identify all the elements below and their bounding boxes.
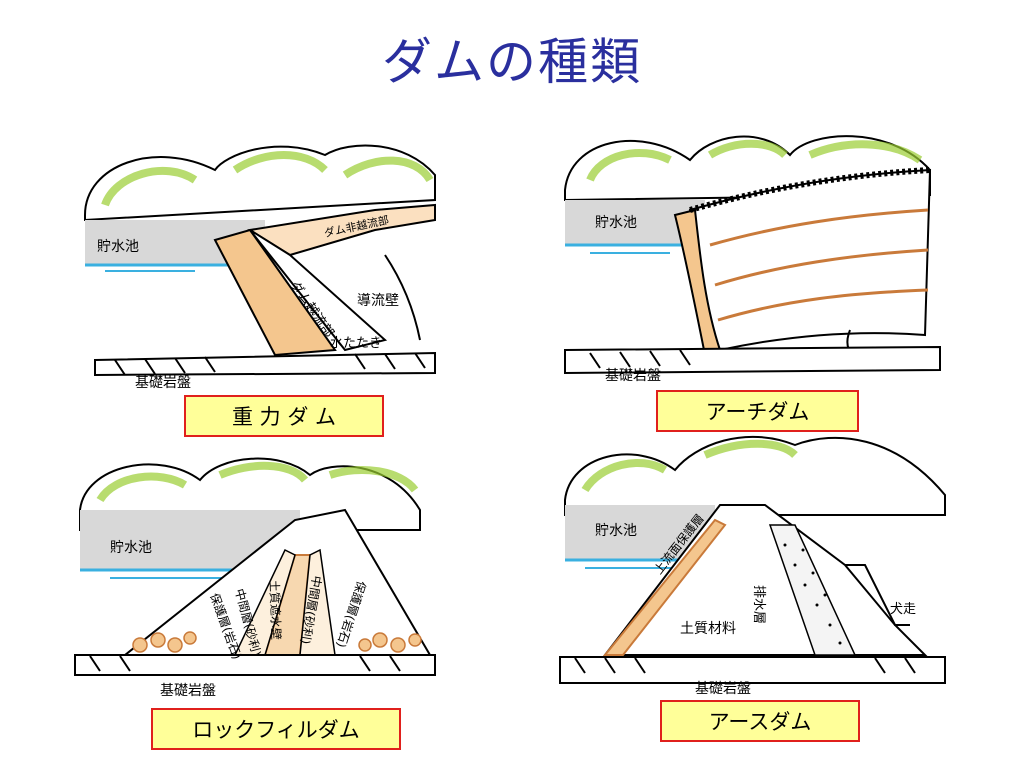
gravity-dam-illustration: 貯水池 ダム非越流部 ダム越流部 導流壁 水たたき 基礎岩盤 [84,144,436,391]
rockfill-dam-illustration: 貯水池 保護層(岩石) 中間層(砂利) 土質遮水壁 中間層(砂利) 保護層(岩石… [74,457,436,699]
gravity-apron-label: 水たたき [330,336,382,351]
earth-dam-label: アースダム [660,700,860,742]
rockfill-core-label: 土質遮水壁 [267,580,284,641]
earth-drain-label: 排水層 [751,585,766,624]
gravity-bedrock-label: 基礎岩盤 [135,374,191,391]
arch-dam-illustration: 貯水池 基礎岩盤 [564,135,941,384]
rockfill-reservoir-label: 貯水池 [110,540,152,556]
gravity-dam-label: 重 力 ダ ム [184,395,384,437]
earth-bedrock-label: 基礎岩盤 [695,680,751,695]
page-title: ダムの種類 [382,33,642,91]
earth-reservoir-label: 貯水池 [595,523,637,539]
gravity-reservoir-label: 貯水池 [97,239,139,255]
arch-bedrock-label: 基礎岩盤 [605,367,661,384]
earth-dam-illustration: 貯水池 上流面保護層 排水層 土質材料 犬走 基礎岩盤 [559,435,946,695]
arch-reservoir-label: 貯水池 [595,215,637,231]
earth-toe-label: 犬走 [890,602,916,617]
earth-soil-label: 土質材料 [680,621,736,637]
gravity-training-wall-label: 導流壁 [357,293,399,309]
arch-dam-label: アーチダム [656,390,859,432]
rockfill-bedrock-label: 基礎岩盤 [160,682,216,699]
rockfill-dam-label: ロックフィルダム [151,708,401,750]
